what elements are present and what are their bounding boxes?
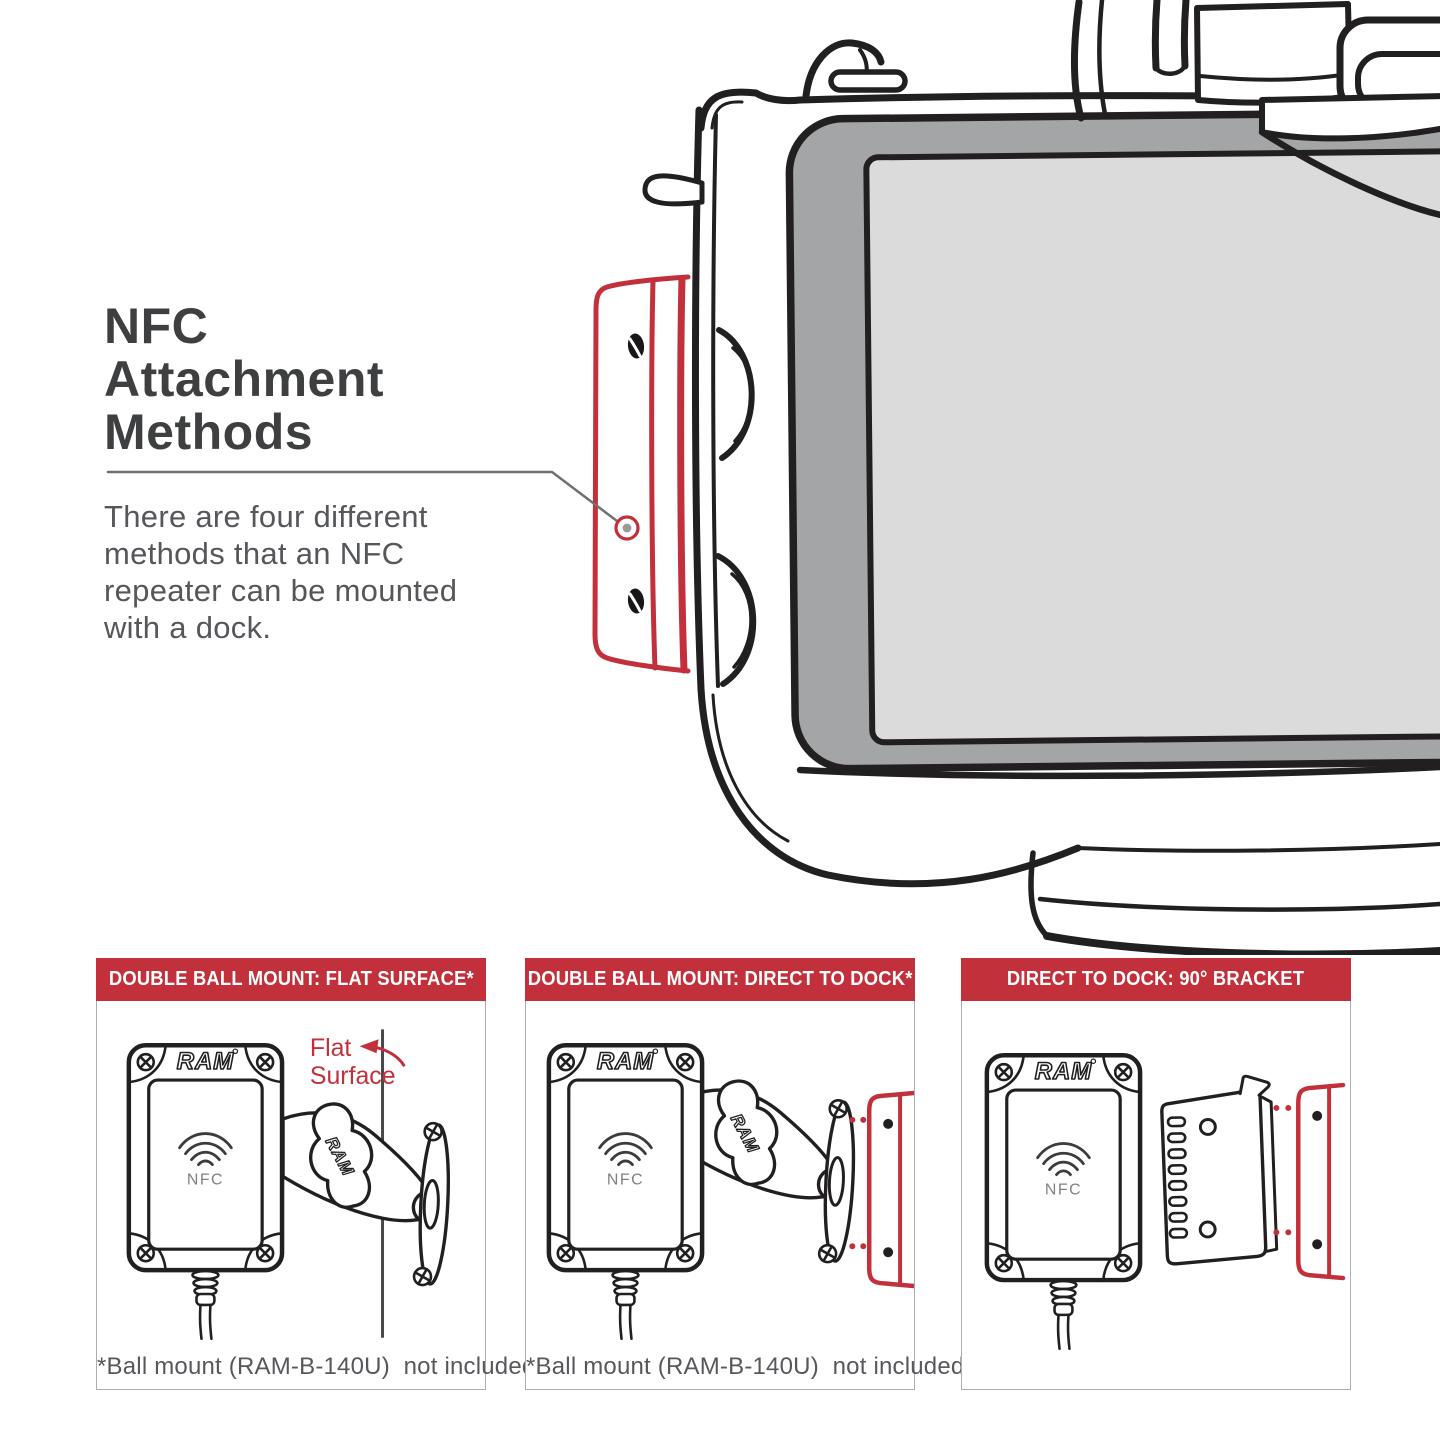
description-line: with a dock. <box>104 610 272 645</box>
panel-header-label: DIRECT TO DOCK: 90° BRACKET <box>1007 968 1305 990</box>
panel-body <box>961 1001 1351 1390</box>
arrow-icon <box>359 1039 379 1054</box>
dock-cradle <box>642 88 1440 693</box>
title-line: Methods <box>104 404 314 460</box>
panel-header: DIRECT TO DOCK: 90° BRACKET <box>961 958 1351 1001</box>
alignment-dots <box>1273 1104 1292 1236</box>
title-line: NFC <box>104 298 209 354</box>
top-latch <box>802 39 908 100</box>
annotation-text: Surface <box>310 1062 396 1090</box>
alignment-dots <box>849 1116 867 1250</box>
panel-90-degree-bracket: DIRECT TO DOCK: 90° BRACKET <box>961 958 1351 1390</box>
description-line: There are four different <box>104 499 428 534</box>
flat-surface-annotation: Flat Surface <box>310 1034 406 1090</box>
direct-to-dock-mount-illustration <box>526 1001 914 1389</box>
panel-body: *Ball mount (RAM-B-140U) not included <box>525 1001 965 1390</box>
panel-header-label: DOUBLE BALL MOUNT: FLAT SURFACE* <box>108 968 474 990</box>
page-title: NFC Attachment Methods <box>104 300 574 459</box>
tablet-screen <box>785 108 1440 773</box>
callout-leader-line <box>106 470 619 523</box>
ninety-degree-bracket-illustration <box>962 1001 1350 1389</box>
page-description: There are four different methods that an… <box>104 498 604 646</box>
tablet-dock-illustration <box>106 0 1440 955</box>
nfc-repeater-bracket-highlight <box>592 274 691 674</box>
flat-surface-mount-illustration: Flat Surface <box>97 1029 454 1389</box>
panel-footnote: *Ball mount (RAM-B-140U) not included <box>97 1353 536 1380</box>
panel-header: DOUBLE BALL MOUNT: FLAT SURFACE* <box>96 958 486 1001</box>
annotation-text: Flat <box>310 1034 352 1062</box>
upper-dock-mount <box>1070 0 1440 219</box>
panel-flat-surface: DOUBLE BALL MOUNT: FLAT SURFACE* Flat Su… <box>96 958 536 1390</box>
description-line: methods that an NFC <box>104 536 405 571</box>
bracket-hole <box>1198 1220 1217 1239</box>
screw-hole-highlight <box>628 337 642 358</box>
bracket-slots <box>1166 1116 1189 1239</box>
bracket-hole <box>1198 1118 1217 1136</box>
panel-header: DOUBLE BALL MOUNT: DIRECT TO DOCK* <box>525 958 915 1001</box>
description-line: repeater can be mounted <box>104 573 458 608</box>
callout-marker-dot <box>622 523 632 533</box>
bracket-flange <box>1238 1074 1271 1097</box>
title-block: NFC Attachment Methods <box>104 300 574 459</box>
panel-body: Flat Surface *Ball mount (RAM-B-140U) no… <box>96 1001 536 1390</box>
panel-footnote: *Ball mount (RAM-B-140U) not included <box>526 1353 965 1380</box>
arrow-tail <box>375 1045 406 1067</box>
panel-direct-to-dock: DOUBLE BALL MOUNT: DIRECT TO DOCK* *Ball… <box>525 958 965 1390</box>
ninety-degree-bracket <box>1160 1074 1279 1266</box>
panel-header-label: DOUBLE BALL MOUNT: DIRECT TO DOCK* <box>527 968 913 990</box>
title-line: Attachment <box>104 351 385 407</box>
dock-base <box>697 685 1440 955</box>
screw-hole-highlight <box>628 592 642 613</box>
